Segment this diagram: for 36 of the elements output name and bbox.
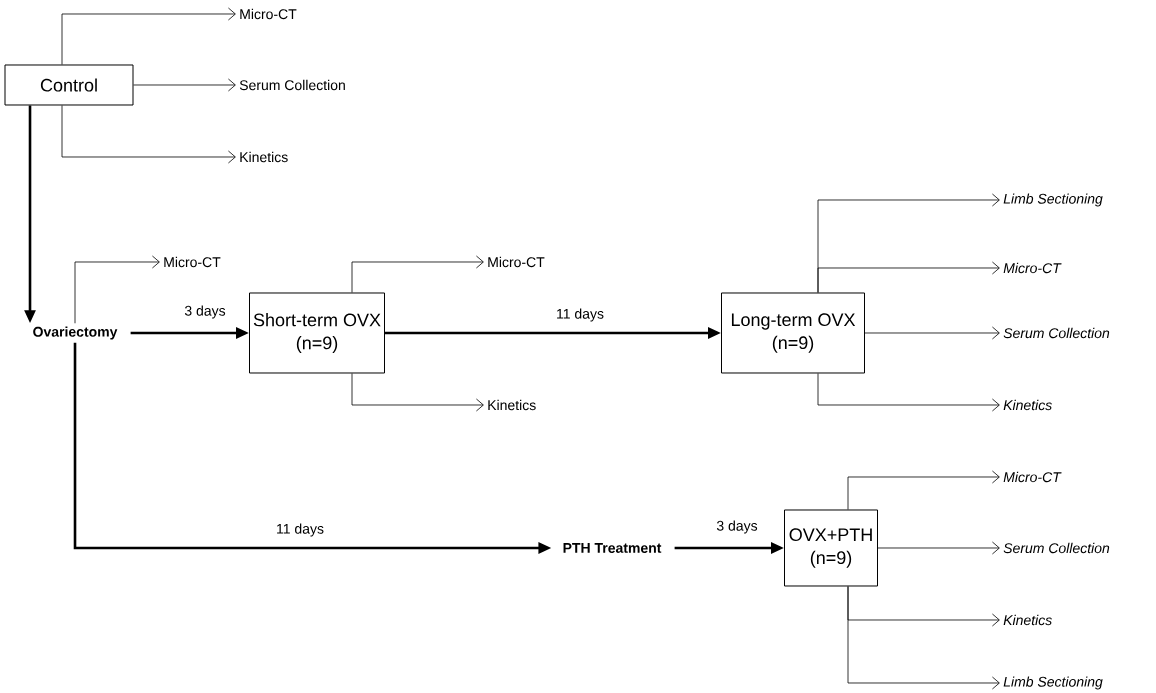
process-box: Control (4, 64, 134, 106)
output-label: Micro-CT (1003, 471, 1062, 483)
arrow (847, 586, 1000, 690)
output-label: Kinetics (1003, 399, 1052, 411)
edge-label: 3 days (183, 304, 227, 320)
output-label: Limb Sectioning (1003, 676, 1103, 690)
output-label: Serum Collection (1003, 327, 1110, 339)
arrow (351, 373, 484, 412)
process-box: OVX+PTH (n=9) (784, 509, 878, 587)
arrow (61, 105, 236, 164)
process-box: Long-term OVX (n=9) (721, 292, 865, 374)
arrow (877, 541, 1000, 555)
edge-label: 11 days (275, 522, 325, 538)
output-label: Kinetics (488, 399, 536, 411)
output-label: Serum Collection (1003, 542, 1110, 554)
process-box: Short-term OVX (n=9) (249, 292, 385, 374)
arrow (817, 373, 1000, 412)
output-label: Kinetics (240, 151, 288, 163)
output-label: Micro-CT (164, 256, 221, 268)
output-label: Micro-CT (1003, 262, 1062, 274)
arrow (864, 326, 1000, 340)
step-label: PTH Treatment (563, 543, 662, 553)
step-label: Ovariectomy (33, 326, 118, 340)
arrow (817, 261, 1000, 293)
edge-label: 3 days (715, 519, 759, 535)
arrow (847, 470, 1000, 510)
arrow (61, 7, 236, 65)
arrow (133, 78, 236, 92)
output-label: Serum Collection (239, 79, 345, 91)
output-label: Kinetics (1003, 614, 1052, 626)
arrow (351, 255, 484, 293)
edge-label: 11 days (555, 307, 605, 323)
output-label: Limb Sectioning (1003, 193, 1103, 207)
output-label: Micro-CT (488, 256, 545, 268)
output-label: Micro-CT (240, 8, 297, 20)
arrow (74, 255, 160, 324)
